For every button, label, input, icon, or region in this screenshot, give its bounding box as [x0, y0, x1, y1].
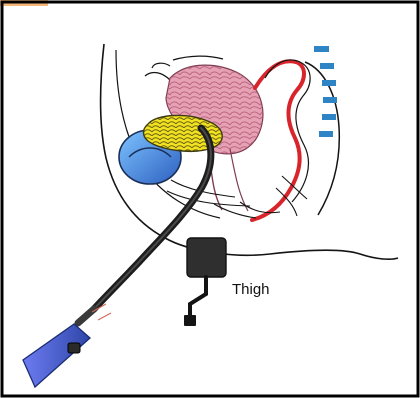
scope-button [68, 343, 80, 353]
thigh-device-base [184, 315, 196, 326]
thigh-label: Thigh [232, 282, 270, 297]
thigh-device-body [187, 238, 226, 277]
